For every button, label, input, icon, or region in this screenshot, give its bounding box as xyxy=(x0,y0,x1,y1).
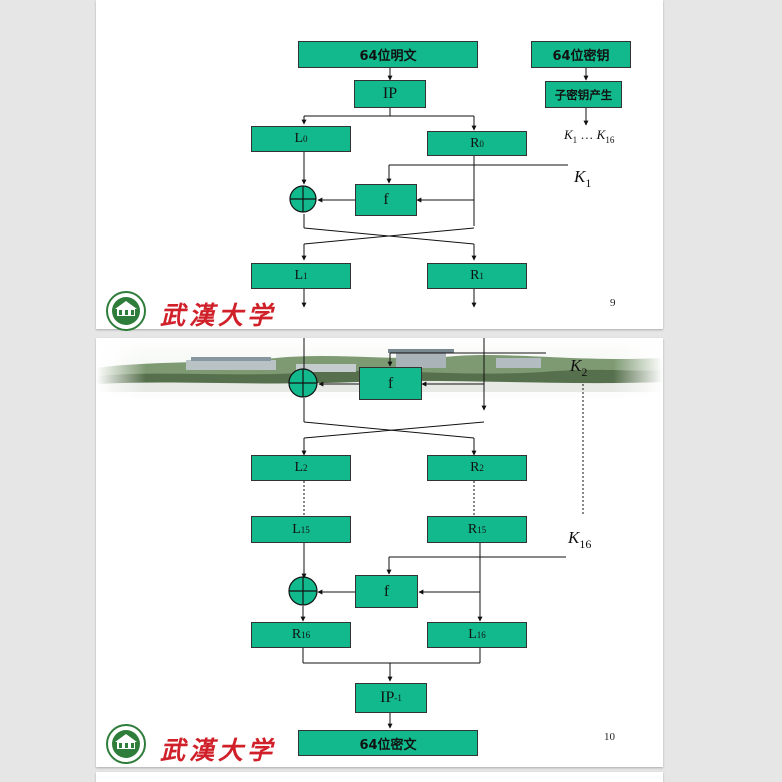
page-number: 9 xyxy=(610,297,616,309)
key-box: 64位密钥 xyxy=(531,41,631,68)
r15-label: R xyxy=(467,521,478,537)
l2-label: L xyxy=(294,460,304,475)
r0-label: R xyxy=(470,135,480,151)
l16-label: L xyxy=(468,627,477,642)
f-top-label: f xyxy=(387,374,394,392)
plaintext-label: 64位明文 xyxy=(359,49,417,64)
r16-label: R xyxy=(291,627,302,642)
k2-label: K2 xyxy=(570,356,588,379)
r15-subscript: 15 xyxy=(477,524,487,535)
xor-icon xyxy=(289,185,317,213)
page-number: 10 xyxy=(604,731,615,743)
f-label: f xyxy=(383,191,389,208)
r16-subscript: 16 xyxy=(301,630,311,640)
r2-subscript: 2 xyxy=(479,463,484,473)
key-label: 64位密钥 xyxy=(552,49,610,64)
ip-inverse-superscript: -1 xyxy=(394,693,402,703)
f-label: f xyxy=(383,582,390,600)
university-logo xyxy=(106,291,146,331)
l2-subscript: 2 xyxy=(303,463,308,473)
slide-9-wires xyxy=(289,66,589,308)
r1-subscript: 1 xyxy=(479,271,484,281)
l15-label: L xyxy=(292,521,301,537)
university-logo xyxy=(106,724,146,764)
subkey-gen-box: 子密钥产生 xyxy=(545,81,622,108)
k16-label: K16 xyxy=(568,528,592,551)
r1-label: R xyxy=(470,268,480,283)
ciphertext-box: 64位密文 xyxy=(298,730,478,756)
r0-subscript: 0 xyxy=(479,138,484,149)
l1-subscript: 1 xyxy=(303,271,308,281)
f-function-box: f xyxy=(355,575,418,608)
l0-subscript: 0 xyxy=(303,134,308,144)
l1-label: L xyxy=(294,268,304,283)
ip-box: IP xyxy=(354,80,426,108)
l0-label: L xyxy=(294,131,304,146)
f-function-box: f xyxy=(355,184,417,216)
ip-label: IP xyxy=(382,85,398,102)
k1-label: K1 xyxy=(574,167,592,190)
xor-icon xyxy=(288,368,318,398)
subkey-list-label: K1 … K16 xyxy=(564,127,615,145)
f-function-box-top: f xyxy=(359,367,422,400)
plaintext-box: 64位明文 xyxy=(298,41,478,68)
ip-inverse-label: IP xyxy=(380,689,395,706)
university-name: 武漢大学 xyxy=(160,736,277,765)
university-name: 武漢大学 xyxy=(160,301,277,330)
xor-icon xyxy=(288,576,318,606)
r2-label: R xyxy=(470,460,480,475)
ip-inverse-box: IP-1 xyxy=(355,683,427,713)
l15-subscript: 15 xyxy=(300,524,310,535)
subkey-gen-label: 子密钥产生 xyxy=(554,87,613,102)
l16-subscript: 16 xyxy=(476,630,486,640)
next-slide-edge xyxy=(96,772,663,782)
slide-10-wires xyxy=(288,338,584,729)
ciphertext-label: 64位密文 xyxy=(359,737,417,753)
